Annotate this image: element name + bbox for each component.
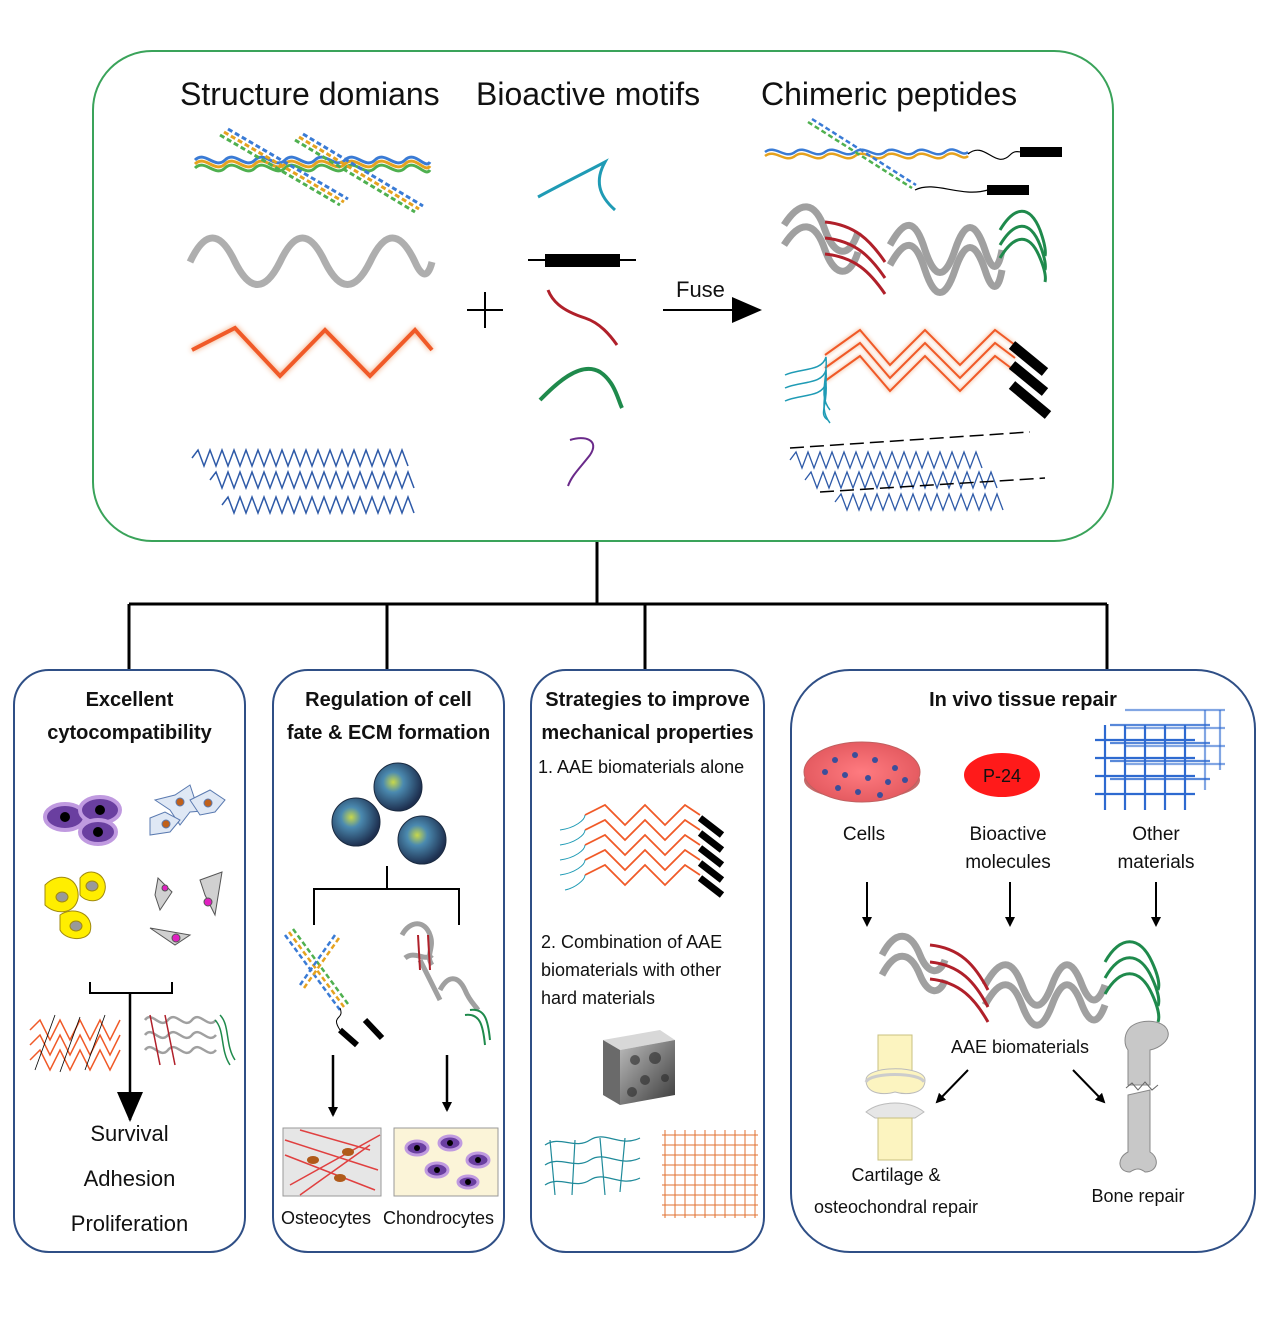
vivo-title: In vivo tissue repair [929,689,1117,711]
chimeric-heading: Chimeric peptides [761,76,1018,112]
chimeric-helix-icon [764,117,1023,193]
osteocytes-label: Osteocytes [281,1208,372,1228]
other-line2: materials [1117,852,1195,873]
motifs-heading: Bioactive motifs [476,76,701,112]
cartilage-arrow [935,1069,969,1104]
cartilage-line2: osteochondral repair [813,1197,979,1217]
triple-helix-icon [193,127,432,214]
porous-cube-icon [603,1030,675,1105]
chimeric-zigzag-icon [784,328,1052,424]
chondrocytes-label: Chondrocytes [383,1208,495,1228]
beta-sheet-icon [191,447,415,516]
gray-wave-icon [186,234,436,288]
chimeric-wave-icon [781,203,1047,296]
chimeric-bar-a [1020,147,1062,157]
aae-biomaterials-label: AAE biomaterials [950,1037,1090,1057]
mech-item2-line3: hard materials [541,988,656,1008]
fibroblast-cells-icon [149,784,226,836]
fate-title-line1: Regulation of cell [305,689,472,711]
mech-title-line1: Strategies to improve [545,689,750,711]
merge-bracket [89,982,173,994]
outcome-survival: Survival [90,1121,169,1146]
mech-item2-line1: 2. Combination of AAE [541,932,723,952]
other-line1: Other [1132,824,1180,845]
fate-wave-icon [399,921,491,1046]
petri-dish-icon [803,741,921,803]
plus-icon [467,292,503,328]
aae-wave-icon [878,932,1161,1029]
aae-zigzag-icon [559,803,725,898]
cytocompatibility-panel [13,669,246,1253]
purple-cells-icon [43,795,122,846]
mech-title-line2: mechanical properties [541,722,754,744]
fate-title-line2: fate & ECM formation [286,722,491,744]
cells-label: Cells [842,824,886,845]
mech-item2-line2: biomaterials with other [541,960,722,980]
fate-helix-icon [283,928,385,1048]
outcome-proliferation: Proliferation [70,1211,189,1236]
teal-motif-icon [537,158,617,212]
structure-heading: Structure domians [180,76,440,112]
bioactive-line2: molecules [965,852,1051,873]
mech-item1: 1. AAE biomaterials alone [538,757,745,777]
green-motif-icon [538,366,624,409]
outcome-adhesion: Adhesion [83,1166,176,1191]
fate-split-lines [313,866,460,925]
teal-network-icon [544,1136,641,1196]
orange-mesh-icon [29,1014,121,1073]
femur-bone-icon [1119,1020,1169,1173]
bioactive-line1: Bioactive [969,824,1047,845]
cyto-title-line1: Excellent [85,689,174,711]
orange-grid-icon [662,1130,758,1218]
knee-joint-icon [864,1034,926,1161]
scaffold-grid-icon [1095,708,1225,810]
chimeric-sheet-icon [789,431,1046,512]
fuse-label: Fuse [676,277,725,302]
p24-badge-label: P-24 [983,766,1021,786]
p24-badge: P-24 [964,753,1040,797]
bone-arrow [1072,1069,1106,1104]
bone-repair-label: Bone repair [1091,1186,1185,1206]
purple-motif-icon [567,437,595,487]
osteocyte-image [282,1127,382,1197]
black-bar-motif-icon [528,254,636,267]
mechanical-panel [530,669,765,1253]
cartilage-line1: Cartilage & [851,1165,941,1185]
orange-zigzag-icon [191,325,434,379]
gray-wave-mesh-icon [143,1014,236,1066]
spindle-cells-icon [149,871,223,946]
connector-tree [127,542,1109,669]
yellow-cells-icon [44,871,106,939]
cyto-title-line2: cytocompatibility [47,722,212,744]
red-motif-icon [546,289,619,346]
chondrocyte-image [393,1127,499,1197]
stem-cells-icon [331,762,447,865]
chimeric-bar-b [987,185,1029,195]
